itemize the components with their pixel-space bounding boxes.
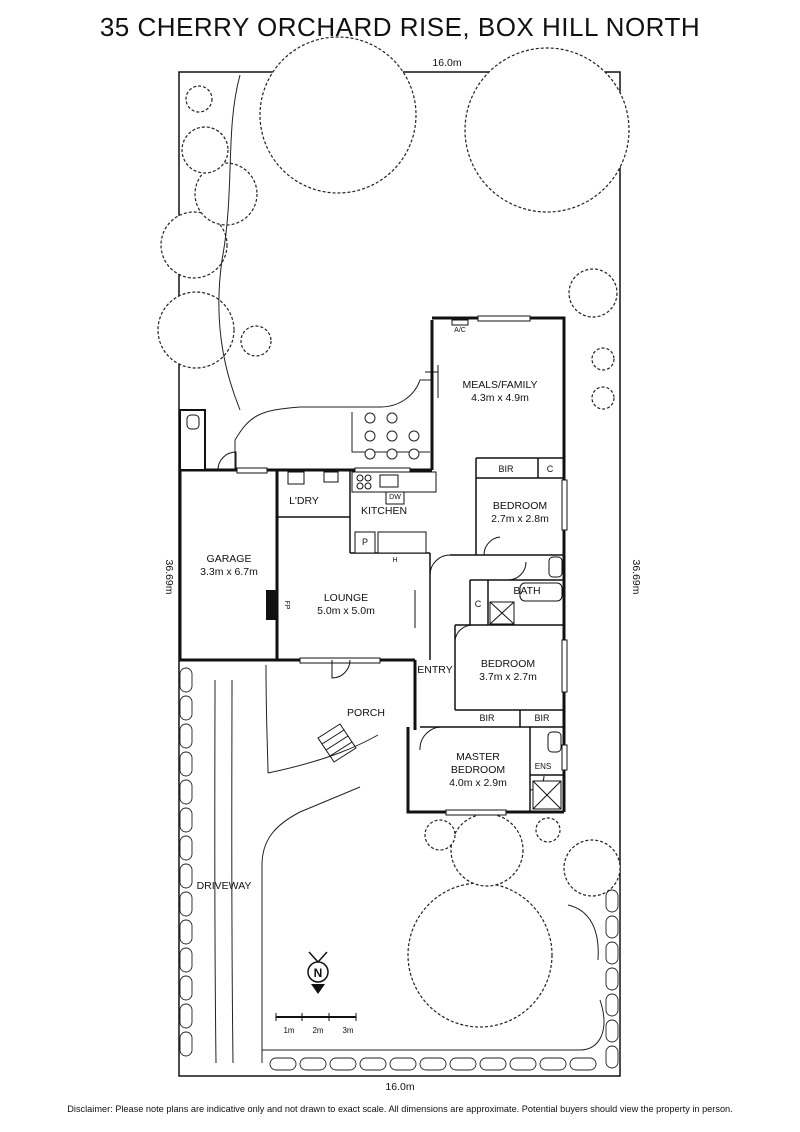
lounge-size: 5.0m x 5.0m	[317, 605, 375, 617]
tree-icon	[240, 325, 272, 357]
scale-tick-2m: 2m	[312, 1026, 323, 1035]
bir-master2-label: BIR	[534, 713, 550, 723]
entry-label: ENTRY	[417, 664, 452, 676]
master-label: MASTER	[456, 751, 500, 763]
h-label: H	[392, 557, 397, 564]
scale-tick-3m: 3m	[342, 1026, 353, 1035]
dim-right: 36.69m	[630, 559, 642, 594]
bedroom3-label: BEDROOM	[481, 658, 535, 670]
tree-icon	[424, 819, 456, 851]
compass-label: N	[314, 966, 323, 980]
dw-label: DW	[389, 494, 401, 501]
bedroom2-size: 2.7m x 2.8m	[491, 513, 549, 525]
driveway-label: DRIVEWAY	[197, 880, 252, 892]
pantry-label: P	[362, 537, 368, 547]
master-size: 4.0m x 2.9m	[449, 777, 507, 789]
scale-tick-1m: 1m	[283, 1026, 294, 1035]
c-bath-label: C	[475, 599, 482, 609]
scale-bar: 1m 2m 3m	[275, 1013, 357, 1035]
hedges	[179, 667, 619, 1071]
laundry-label: L'DRY	[289, 495, 319, 507]
compass-icon: N	[307, 951, 329, 994]
page-title: 35 CHERRY ORCHARD RISE, BOX HILL NORTH	[99, 12, 701, 42]
tree-icon	[591, 347, 615, 371]
tree-icon	[464, 47, 630, 213]
tree-icon	[160, 211, 228, 279]
master-label-2: BEDROOM	[451, 764, 505, 776]
dim-bottom: 16.0m	[385, 1081, 414, 1093]
tree-icon	[568, 268, 618, 318]
tree-icon	[407, 882, 553, 1028]
meals-label: MEALS/FAMILY	[462, 379, 537, 391]
bir-bed2-label: BIR	[498, 464, 514, 474]
tree-icon	[450, 813, 524, 887]
tree-icon	[181, 126, 229, 174]
meals-size: 4.3m x 4.9m	[471, 392, 529, 404]
garage-size: 3.3m x 6.7m	[200, 566, 258, 578]
bedroom2-label: BEDROOM	[493, 500, 547, 512]
ac-label: A/C	[454, 327, 466, 334]
lounge-label: LOUNGE	[324, 592, 368, 604]
c-bed2-label: C	[547, 464, 554, 474]
dim-left: 36.69m	[163, 559, 175, 594]
dim-top: 16.0m	[432, 57, 461, 69]
porch-label: PORCH	[347, 707, 385, 719]
disclaimer: Disclaimer: Please note plans are indica…	[67, 1104, 733, 1114]
tree-icon	[535, 817, 561, 843]
tree-icon	[563, 839, 621, 897]
ens-label: ENS	[535, 762, 551, 771]
bir-master1-label: BIR	[479, 713, 495, 723]
outdoor-setting	[364, 412, 420, 460]
trees	[157, 36, 630, 1028]
bath-label: BATH	[513, 585, 540, 597]
kitchen-label: KITCHEN	[361, 505, 407, 517]
fp-label: FP	[283, 601, 290, 610]
bedroom3-size: 3.7m x 2.7m	[479, 671, 537, 683]
tree-icon	[194, 162, 258, 226]
garage-label: GARAGE	[207, 553, 252, 565]
tree-icon	[185, 85, 213, 113]
tree-icon	[157, 291, 235, 369]
tree-icon	[591, 386, 615, 410]
tree-icon	[259, 36, 417, 194]
